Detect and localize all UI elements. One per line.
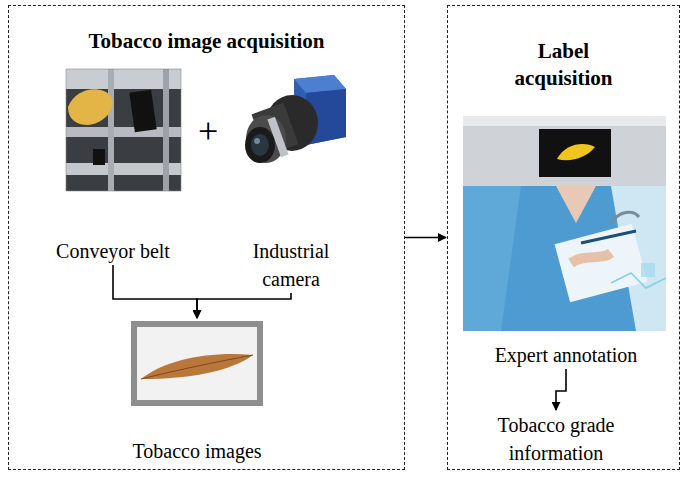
conveyor-photo — [48, 67, 188, 197]
process-box: Expert annotation — [461, 113, 671, 369]
camera-photo — [236, 67, 356, 192]
node-caption: Tobacco images — [121, 437, 273, 465]
tobacco-photo — [121, 319, 273, 411]
node-caption: Conveyor belt — [48, 237, 178, 265]
group-box: Label acquisitionExpert annotationTobacc… — [447, 5, 680, 470]
plus-sign: + — [198, 113, 218, 149]
node-caption: Tobacco grade information — [481, 411, 631, 467]
flow-arrow — [556, 369, 566, 410]
group-box: Tobacco image acquisitionConveyor belt In… — [8, 5, 405, 470]
process-box: Conveyor belt — [48, 67, 178, 265]
node-caption: Industrial camera — [241, 237, 341, 293]
process-box: Tobacco images — [121, 319, 273, 465]
process-box: Tobacco grade information — [481, 411, 631, 467]
node-caption: Expert annotation — [461, 341, 671, 369]
group-title: Label acquisition — [504, 38, 624, 92]
flow-arrow — [405, 237, 446, 239]
process-box: Industrial camera — [236, 67, 346, 293]
expert-photo — [461, 113, 671, 335]
group-title: Tobacco image acquisition — [27, 28, 387, 55]
flow-arrow — [113, 265, 197, 318]
flow-arrow — [197, 293, 291, 318]
